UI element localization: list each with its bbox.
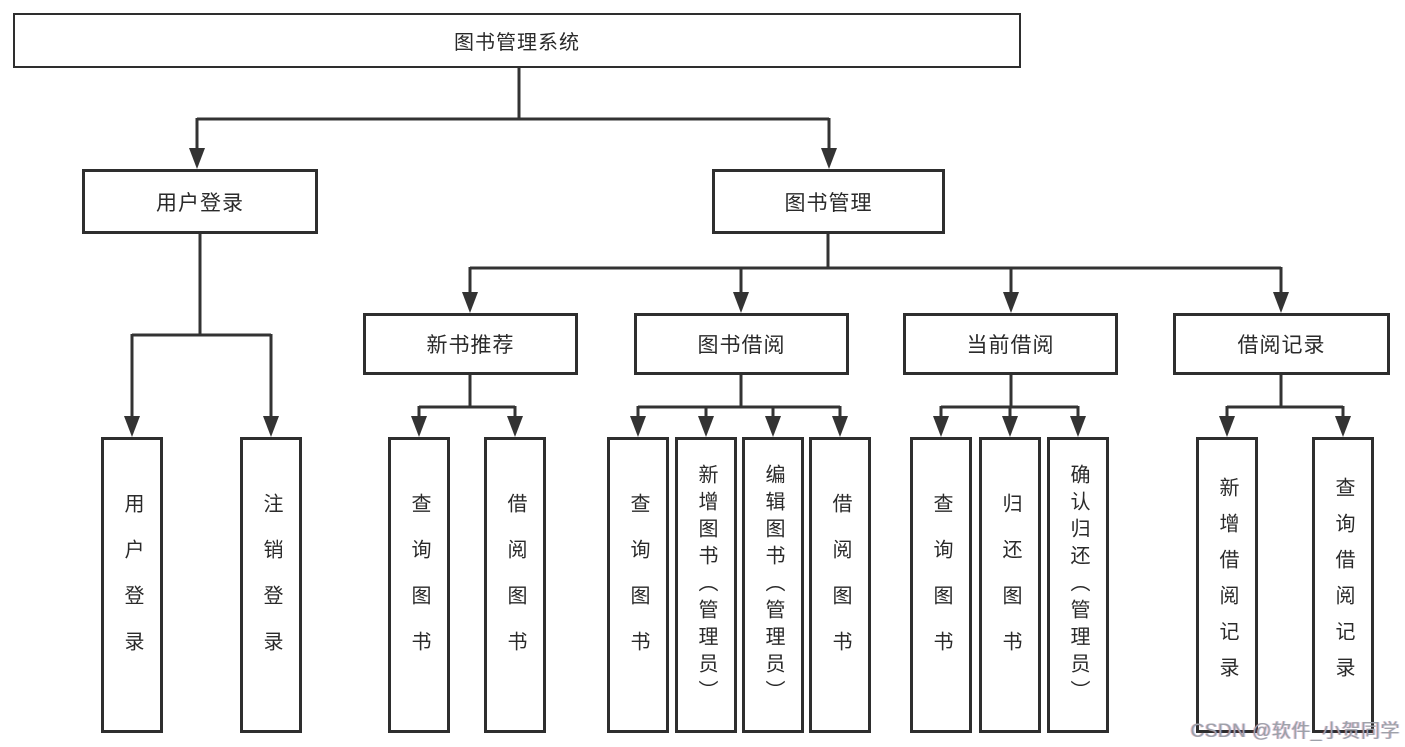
leaf-logout: 注销登录 bbox=[240, 437, 302, 733]
leaf-add-book-admin: 新增图书（管理员） bbox=[675, 437, 737, 733]
leaf-add-borrow-record: 新增借阅记录 bbox=[1196, 437, 1258, 733]
leaf-confirm-return-admin: 确认归还（管理员） bbox=[1047, 437, 1109, 733]
leaf-query-books-current-label: 查询图书 bbox=[930, 493, 952, 677]
node-library-management-system: 图书管理系统 bbox=[13, 13, 1021, 68]
leaf-borrow-books-recommend-label: 借阅图书 bbox=[504, 493, 526, 677]
watermark: CSDN @软件_小贺同学 bbox=[1190, 721, 1400, 742]
node-new-book-recommend: 新书推荐 bbox=[363, 313, 578, 375]
leaf-borrow-books: 借阅图书 bbox=[809, 437, 871, 733]
node-user-login: 用户登录 bbox=[82, 169, 318, 234]
leaf-user-login-label: 用户登录 bbox=[121, 493, 143, 677]
leaf-edit-book-admin-label: 编辑图书（管理员） bbox=[762, 463, 784, 707]
leaf-confirm-return-admin-label: 确认归还（管理员） bbox=[1067, 463, 1089, 707]
leaf-return-book: 归还图书 bbox=[979, 437, 1041, 733]
leaf-logout-label: 注销登录 bbox=[260, 493, 282, 677]
leaf-add-book-admin-label: 新增图书（管理员） bbox=[695, 463, 717, 707]
leaf-query-books-current: 查询图书 bbox=[910, 437, 972, 733]
leaf-query-books-borrow: 查询图书 bbox=[607, 437, 669, 733]
leaf-add-borrow-record-label: 新增借阅记录 bbox=[1216, 477, 1238, 693]
leaf-return-book-label: 归还图书 bbox=[999, 493, 1021, 677]
node-current-borrow: 当前借阅 bbox=[903, 313, 1118, 375]
node-book-borrow: 图书借阅 bbox=[634, 313, 849, 375]
leaf-edit-book-admin: 编辑图书（管理员） bbox=[742, 437, 804, 733]
leaf-borrow-books-label: 借阅图书 bbox=[829, 493, 851, 677]
leaf-query-books-recommend-label: 查询图书 bbox=[408, 493, 430, 677]
leaf-query-borrow-record-label: 查询借阅记录 bbox=[1332, 477, 1354, 693]
leaf-borrow-books-recommend: 借阅图书 bbox=[484, 437, 546, 733]
node-borrow-records: 借阅记录 bbox=[1173, 313, 1390, 375]
leaf-query-books-borrow-label: 查询图书 bbox=[627, 493, 649, 677]
leaf-query-books-recommend: 查询图书 bbox=[388, 437, 450, 733]
node-book-management: 图书管理 bbox=[712, 169, 945, 234]
leaf-query-borrow-record: 查询借阅记录 bbox=[1312, 437, 1374, 733]
leaf-user-login: 用户登录 bbox=[101, 437, 163, 733]
